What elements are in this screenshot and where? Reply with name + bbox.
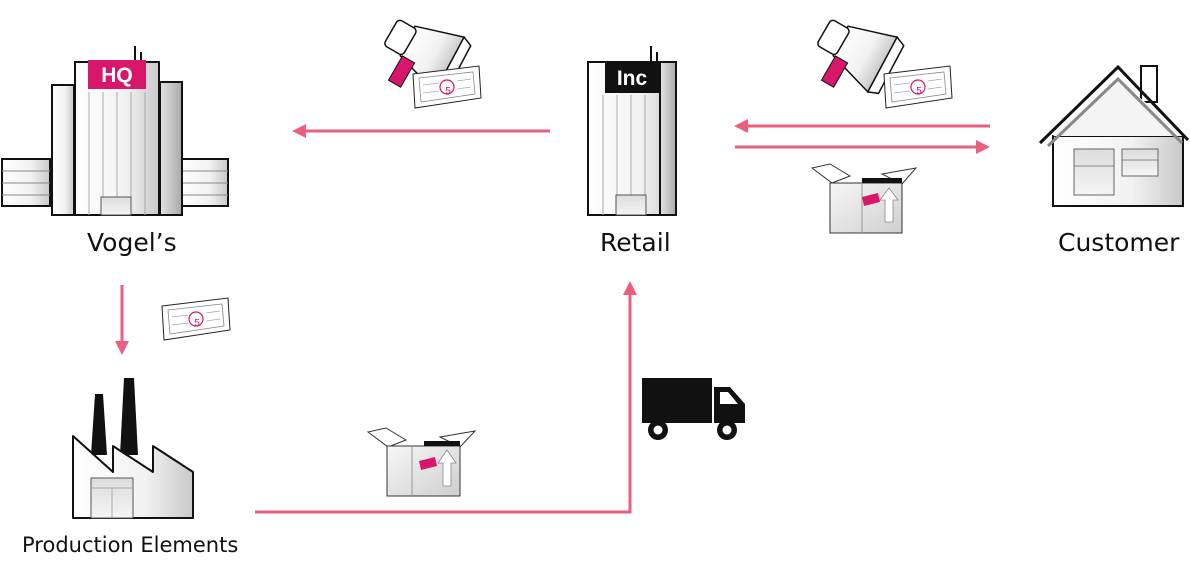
customer-house-icon [1038,64,1190,207]
package-box-icon [810,163,918,234]
arrow-retail-to-customer [735,140,990,154]
retail-badge-text: Inc [617,67,648,90]
hq-badge-text: HQ [101,64,133,87]
customer-label: Customer [1058,228,1180,257]
banknote-value: 5 [916,86,922,97]
hq-badge [88,60,146,89]
arrow-production-to-retail [255,281,637,514]
hq-label: Vogel’s [87,228,177,257]
retail-label: Retail [600,228,671,257]
arrow-hq-to-production [115,285,129,355]
factory-icon [72,378,194,519]
truck-icon [642,378,745,440]
production-label: Production Elements [22,533,239,557]
arrow-retail-to-hq [292,124,550,138]
megaphone-icon [817,19,905,95]
package-box-icon [366,427,477,497]
hq-building-icon: HQ [1,46,229,216]
retail-building-icon: Inc [587,46,677,216]
retail-badge [605,61,659,93]
flow-arrows [115,119,990,514]
banknote-value: 5 [445,86,451,97]
banknote-value: 5 [194,318,200,329]
arrow-customer-to-retail [734,119,990,133]
